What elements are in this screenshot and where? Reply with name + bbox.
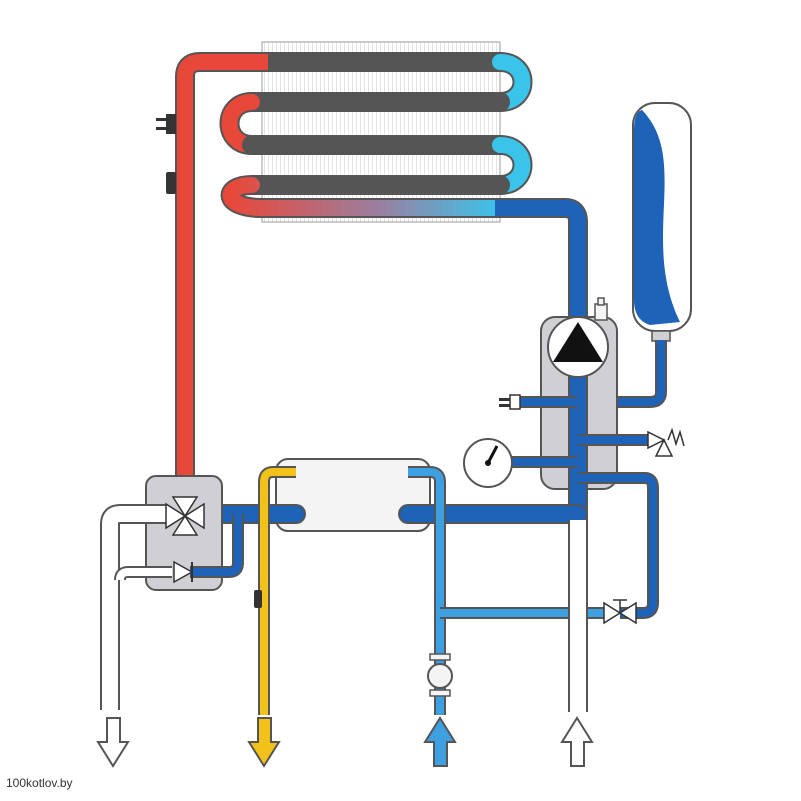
return-pipe bbox=[495, 198, 588, 320]
flow-sensor-icon bbox=[427, 653, 453, 697]
ch-flow-out-pipe bbox=[100, 504, 172, 710]
pressure-gauge-icon bbox=[463, 438, 578, 488]
fill-valve-icon bbox=[603, 599, 637, 625]
pressure-switch-icon bbox=[499, 394, 578, 410]
up-arrow-icon bbox=[560, 716, 594, 767]
safety-valve-icon bbox=[578, 427, 685, 457]
watermark: 100kotlov.by bbox=[6, 776, 73, 790]
heat-exchanger-coil-icon bbox=[219, 52, 533, 218]
three-way-valve-icon bbox=[165, 496, 205, 536]
circulation-pump-icon bbox=[547, 316, 609, 378]
down-arrow-icon bbox=[247, 717, 281, 768]
down-arrow-icon bbox=[96, 717, 130, 768]
valve-bypass-pipe bbox=[190, 514, 244, 578]
expansion-pipe bbox=[578, 340, 667, 408]
expansion-vessel-icon bbox=[632, 102, 692, 342]
plate-heat-exchanger bbox=[275, 458, 431, 532]
hot-flow-pipe bbox=[175, 52, 268, 505]
check-valve-icon bbox=[173, 560, 194, 584]
heat-exchanger bbox=[219, 41, 533, 223]
dhw-out-pipe bbox=[258, 466, 296, 715]
bypass-pipe bbox=[578, 472, 659, 619]
up-arrow-icon bbox=[423, 716, 457, 767]
temperature-sensor-icon bbox=[156, 114, 176, 194]
air-vent-icon bbox=[594, 297, 608, 321]
dhw-sensor-icon bbox=[254, 590, 262, 608]
